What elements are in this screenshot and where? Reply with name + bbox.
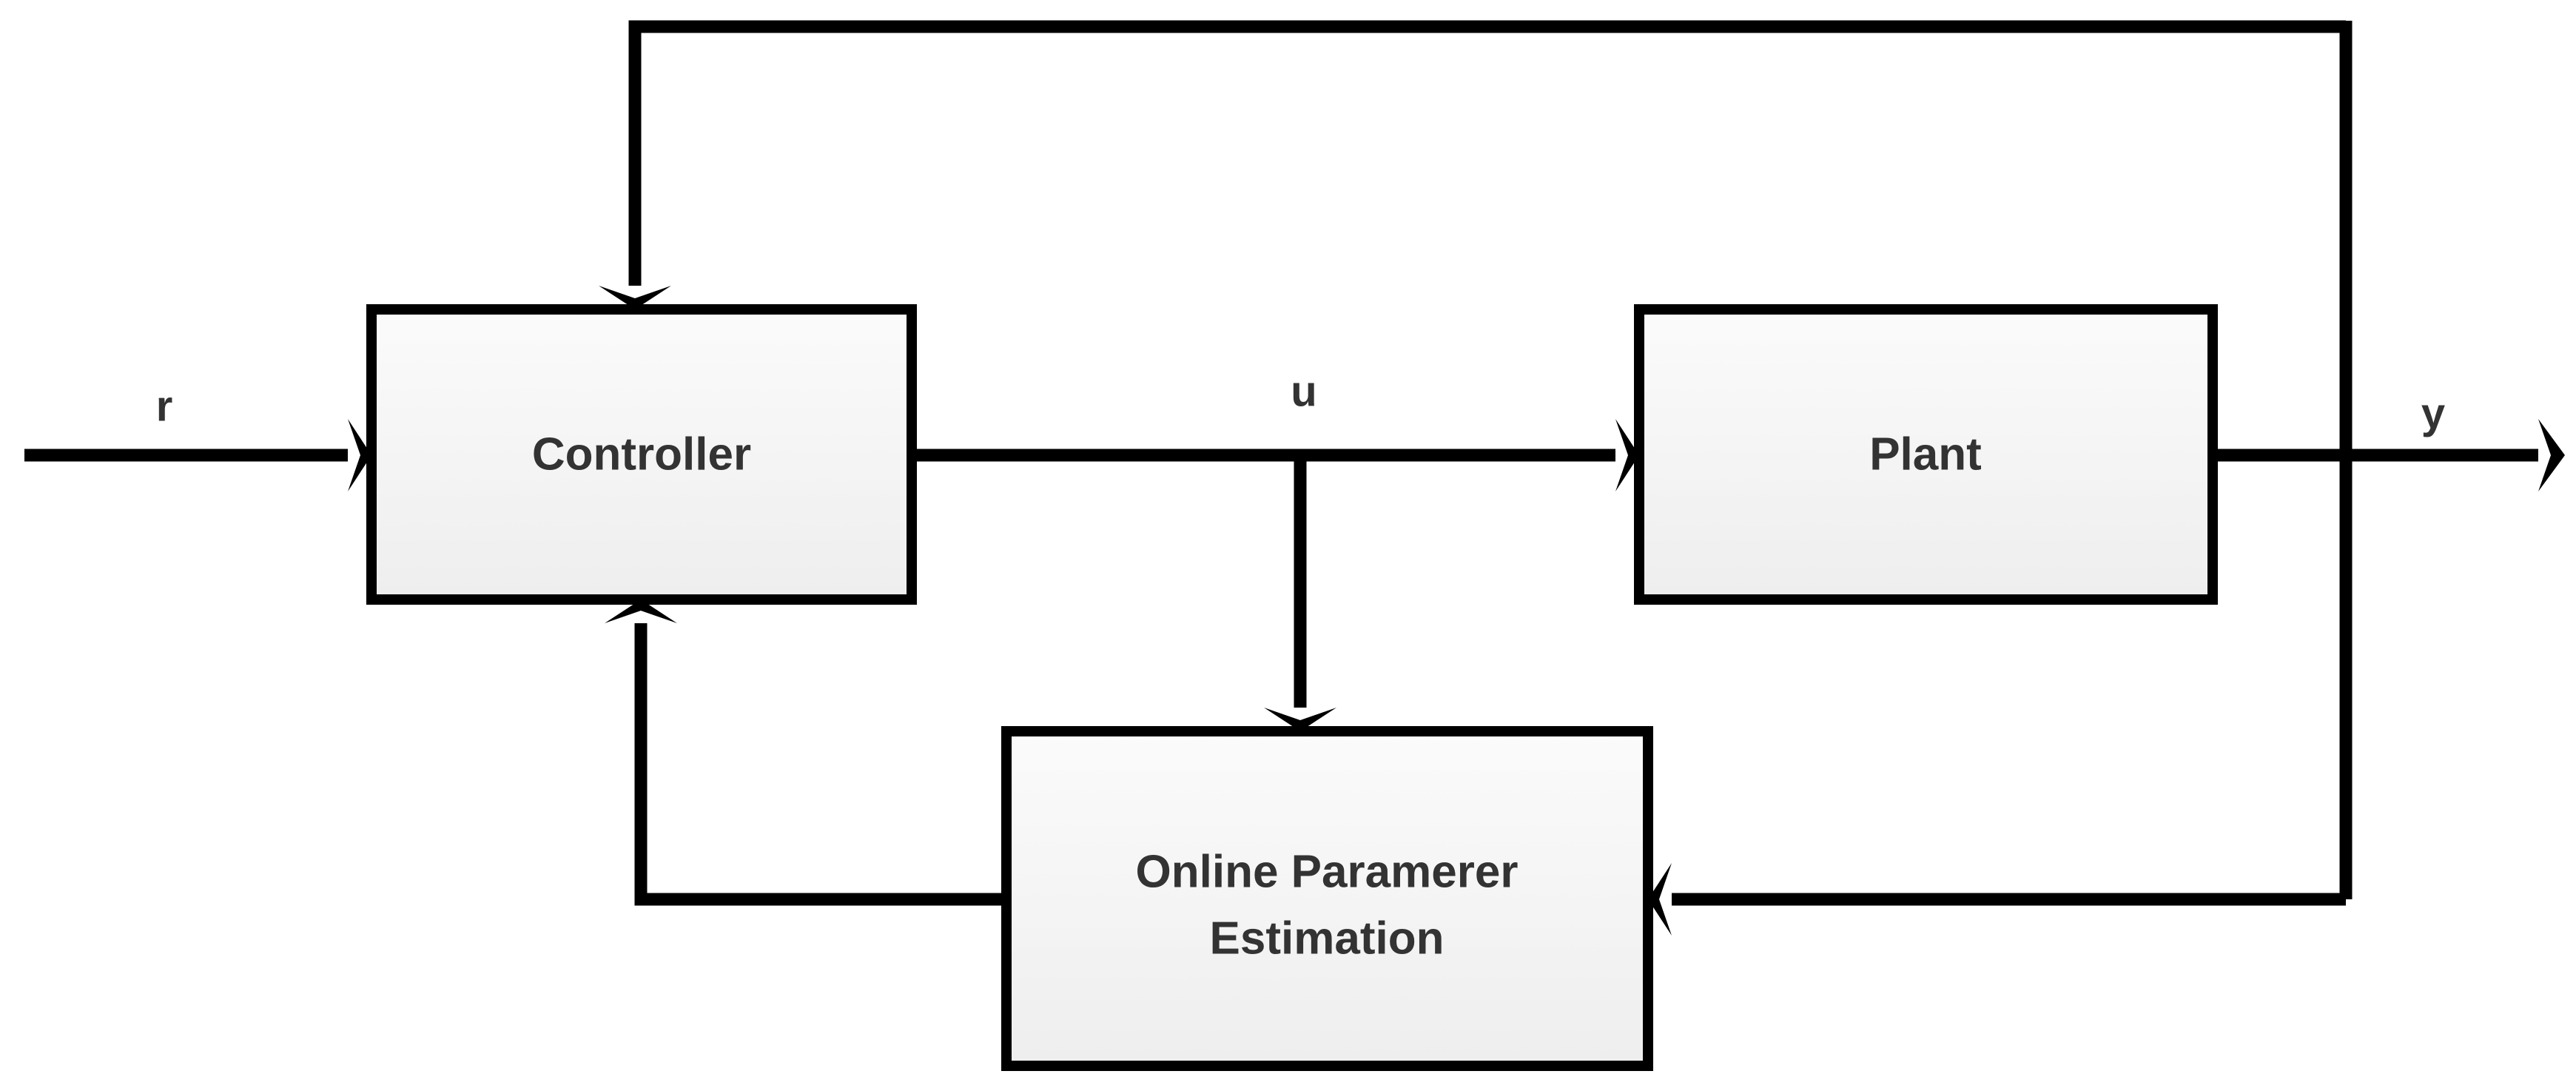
wire-plant-output (2213, 419, 2565, 491)
wire-reference-input (24, 419, 371, 491)
signal-label-y: y (2421, 389, 2445, 437)
block-online-parameter-estimation[interactable]: Online Paramerer Estimation (1001, 726, 1653, 1071)
wire-control-signal (912, 419, 1639, 491)
signal-label-r: r (156, 382, 173, 430)
estimator-box[interactable] (1001, 726, 1653, 1071)
plant-output-arrow-icon (2538, 419, 2565, 491)
wire-estimate-to-controller (605, 600, 1006, 906)
estimator-label-line2: Estimation (1210, 913, 1445, 964)
output-feedback-top-line (628, 20, 2346, 286)
wire-control-signal-branch (1264, 455, 1336, 731)
plant-box[interactable] (1634, 304, 2218, 605)
plant-label: Plant (1869, 429, 1982, 480)
block-controller[interactable]: Controller (366, 304, 917, 605)
wire-output-feedback-estimator (1648, 863, 2346, 936)
estimate-to-controller-line (634, 623, 1006, 906)
estimator-label-line1: Online Paramerer (1136, 846, 1519, 897)
controller-label: Controller (532, 429, 751, 480)
signal-label-u: u (1291, 367, 1316, 415)
block-plant[interactable]: Plant (1634, 304, 2218, 605)
wire-output-feedback-top (599, 20, 2346, 309)
controller-box[interactable] (366, 304, 917, 605)
